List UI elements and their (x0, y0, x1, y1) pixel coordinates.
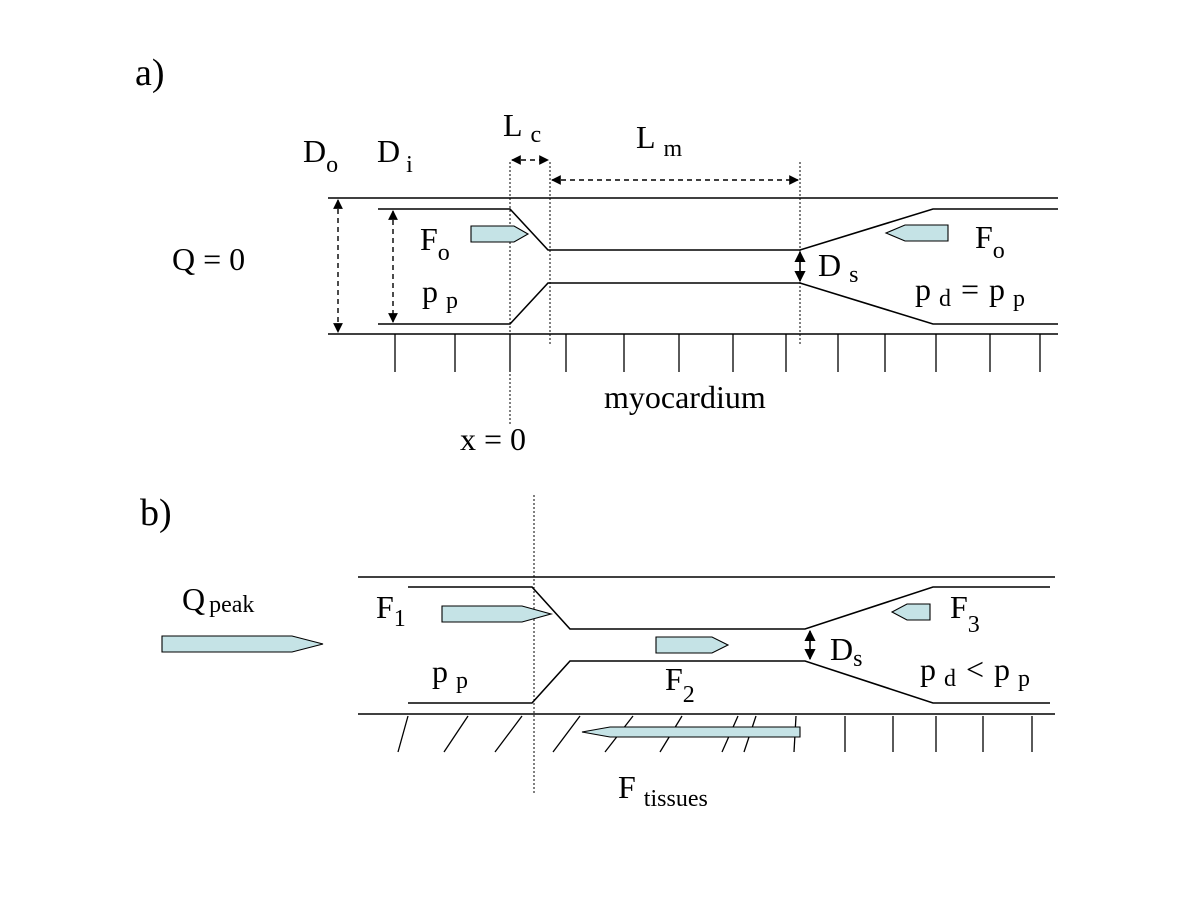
tissue-hatching-vertical (844, 716, 1033, 752)
f-tissues-force-arrow (581, 726, 801, 738)
f1-force-arrow (441, 605, 554, 623)
lumen-wall-bottom (378, 282, 1058, 325)
f2-label: F2 (665, 661, 695, 708)
panel-b: b) (140, 492, 1055, 812)
f2-force-arrow (655, 636, 730, 654)
panel-a: a) (135, 52, 1058, 457)
fo-right-force-arrow (884, 224, 949, 242)
f3-label: F3 (950, 589, 980, 638)
myocardium-label: myocardium (604, 379, 766, 415)
f1-label: F1 (376, 589, 406, 632)
panel-b-label: b) (140, 492, 172, 534)
ds-label: Ds (830, 631, 862, 672)
myocardium-hatching (394, 334, 1041, 372)
do-label: Do (303, 133, 338, 178)
x-zero-label: x = 0 (460, 421, 526, 457)
lumen-wall-bottom (408, 660, 1050, 704)
q-zero-label: Q = 0 (172, 241, 245, 277)
panel-a-label: a) (135, 52, 165, 94)
f3-force-arrow (890, 603, 931, 621)
lumen-wall-top (378, 208, 1058, 251)
fo-left-force-arrow (470, 225, 530, 243)
q-peak-flow-arrow (161, 635, 324, 653)
lumen-wall-top (408, 586, 1050, 630)
fo-right-label: Fo (975, 219, 1005, 264)
fo-left-label: Fo (420, 221, 450, 266)
